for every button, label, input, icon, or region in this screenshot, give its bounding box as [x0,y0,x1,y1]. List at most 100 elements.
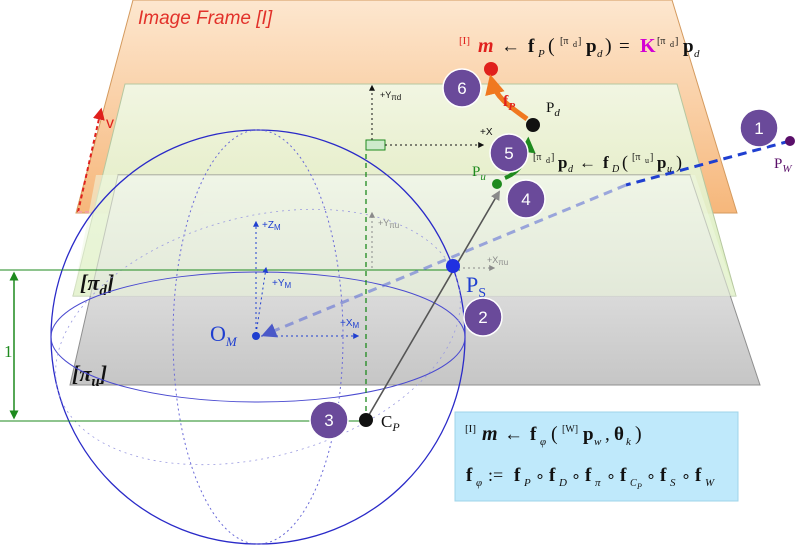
om-label: OM [210,321,238,349]
svg-text:]: ] [578,36,581,47]
svg-text:[I]: [I] [465,423,476,435]
svg-text:[π: [π [560,36,568,47]
x-m-label: +XM [340,318,360,330]
svg-text:f: f [514,465,521,486]
projection-ray [365,190,500,421]
sphere-equator [50,271,466,403]
y-piu-label: +Yπu [378,218,399,230]
y-pid-label: +Yπd [380,90,401,102]
svg-text:]: ] [675,36,678,47]
step-3: 3 [309,400,349,440]
step-6: 6 [442,68,482,108]
svg-text:[π: [π [632,152,640,163]
svg-text:p: p [586,36,597,57]
svg-text:u: u [645,156,649,165]
formula-box-line1: [I] m ← f φ ( [W] p w , θ k ) [465,423,642,448]
svg-text:P: P [523,477,531,489]
svg-text:): ) [676,152,682,173]
world-ray-inside [261,183,627,338]
pu-label: Pu [472,164,486,183]
x-piu-label: +Xπu [487,255,508,267]
svg-text:S: S [670,477,676,489]
ps-point [446,259,460,273]
step-4: 4 [506,179,546,219]
pw-point [785,136,795,146]
svg-text:(: ( [622,152,628,173]
step-1: 1 [739,108,779,148]
pd-label: Pd [546,100,560,119]
svg-text:,: , [605,424,610,445]
sphere-meridian-back [55,208,461,466]
svg-text:←: ← [504,424,523,445]
pi-u-label: [πu] [72,361,107,390]
formula-box [454,411,739,502]
world-ray-outside [625,139,791,187]
svg-text:p: p [558,153,567,172]
y-m-label: +YM [272,278,292,290]
svg-text:W: W [705,477,715,489]
svg-text:]: ] [650,152,653,163]
step-5: 5 [489,133,529,173]
cp-point [359,413,373,427]
formula-box-line2: f φ := f P ∘ f D ∘ f π ∘ f C P ∘ f S ∘ f… [466,465,715,491]
svg-text:f: f [660,465,667,486]
svg-text:(: ( [548,35,555,57]
step-2: 2 [463,297,503,337]
formula-distortion: [π d ] p d ← f D ( [π u ] p u ) [533,152,682,175]
svg-text:k: k [626,436,632,448]
svg-text:f: f [466,465,473,486]
svg-text:4: 4 [521,190,530,209]
svg-text:[π: [π [533,152,541,163]
svg-text:[I]: [I] [459,35,470,47]
svg-text:f: f [620,465,627,486]
svg-text:K: K [640,35,656,57]
sphere-meridian [172,129,344,545]
svg-text:2: 2 [478,308,487,327]
svg-text:d: d [597,48,603,60]
formula-top: [I] m ← f P ( [π d ] p d ) = K [π d ] p … [459,35,700,60]
om-point [252,332,260,340]
pw-label: PW [774,156,792,175]
svg-text:∘: ∘ [535,468,545,485]
svg-text:p: p [583,424,594,445]
svg-text:(: ( [551,423,558,445]
v-axis-label: v [106,115,114,132]
svg-text:∘: ∘ [646,468,656,485]
svg-text:f: f [603,153,609,172]
svg-text:∘: ∘ [681,468,691,485]
svg-text:∘: ∘ [571,468,581,485]
svg-text:f: f [530,424,537,445]
svg-text:φ: φ [476,477,482,489]
svg-text:←: ← [579,153,596,172]
svg-text:): ) [605,35,612,57]
x-pid-label: +X [480,127,493,138]
svg-text:D: D [558,477,567,489]
svg-text:f: f [585,465,592,486]
svg-text:D: D [611,164,620,175]
svg-text:d: d [670,40,674,49]
svg-text:1: 1 [754,119,763,138]
svg-text:=: = [619,36,630,57]
svg-text:w: w [594,436,602,448]
projection-arc [485,74,529,122]
pu-point [492,179,502,189]
svg-text:[π: [π [657,36,665,47]
svg-text:∘: ∘ [606,468,616,485]
fp-label: fP [503,93,515,113]
svg-text:d: d [694,48,700,60]
svg-text:6: 6 [457,79,466,98]
svg-text:[W]: [W] [562,424,578,435]
svg-text:C: C [630,478,637,489]
svg-text:π: π [595,477,601,489]
svg-text:φ: φ [540,436,546,448]
z-m-label: +ZM [262,220,281,232]
y-m-axis [255,266,269,335]
svg-text:p: p [657,153,666,172]
svg-text:f: f [549,465,556,486]
svg-text:f: f [695,465,702,486]
svg-text:θ: θ [614,424,624,445]
height-label: 1 [4,342,13,361]
svg-text:P: P [636,482,642,491]
m-point [484,62,498,76]
